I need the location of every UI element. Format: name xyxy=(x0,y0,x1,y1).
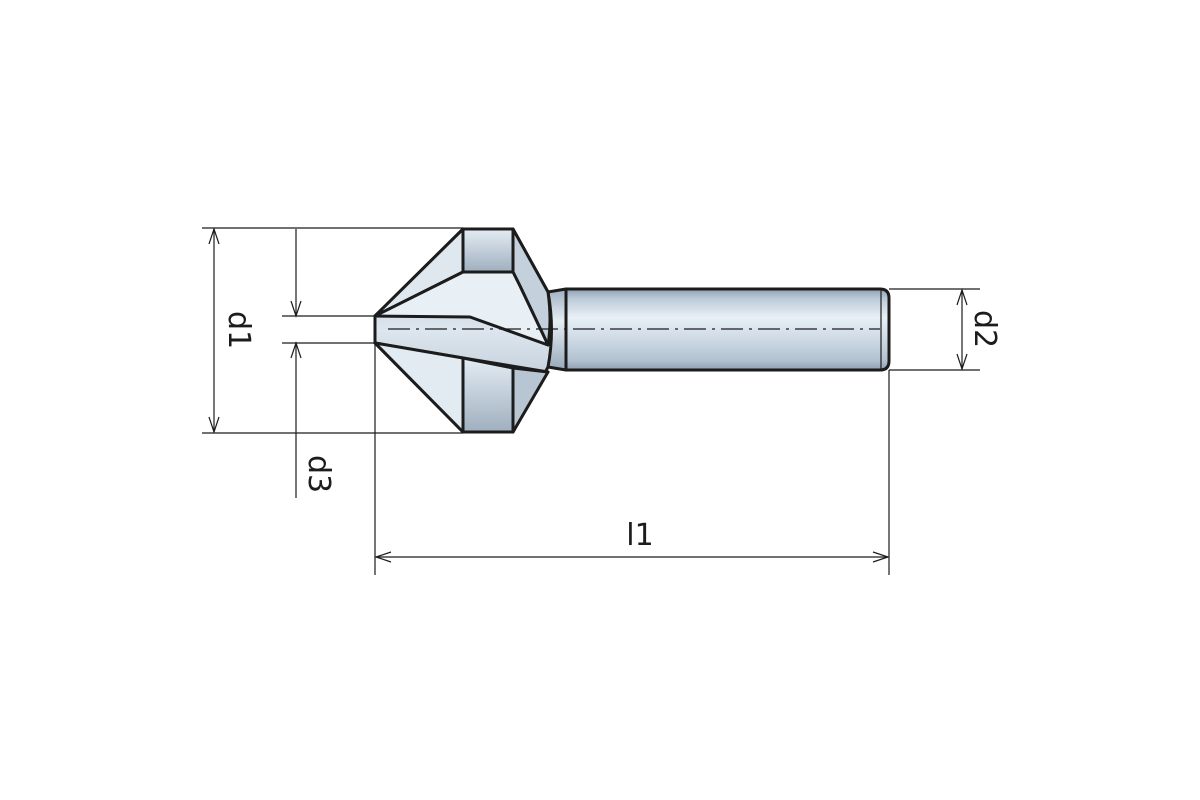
dimension-d1: d1 xyxy=(208,227,256,434)
label-d1: d1 xyxy=(221,311,256,349)
dimension-d3: d3 xyxy=(290,229,336,498)
countersink-tool xyxy=(373,227,891,434)
upper-inner-face xyxy=(373,270,550,347)
dimension-l1: l1 xyxy=(374,518,890,563)
lower-flute-face xyxy=(461,356,515,434)
label-l1: l1 xyxy=(626,518,653,553)
dimension-d2: d2 xyxy=(956,288,1002,371)
upper-flute-face xyxy=(461,227,515,274)
lower-tip-face xyxy=(373,341,465,434)
label-d2: d2 xyxy=(967,310,1002,348)
dimension-lines: d1 d3 d2 l1 xyxy=(202,227,1002,575)
label-d3: d3 xyxy=(301,455,336,493)
lower-relief-face xyxy=(511,366,550,434)
